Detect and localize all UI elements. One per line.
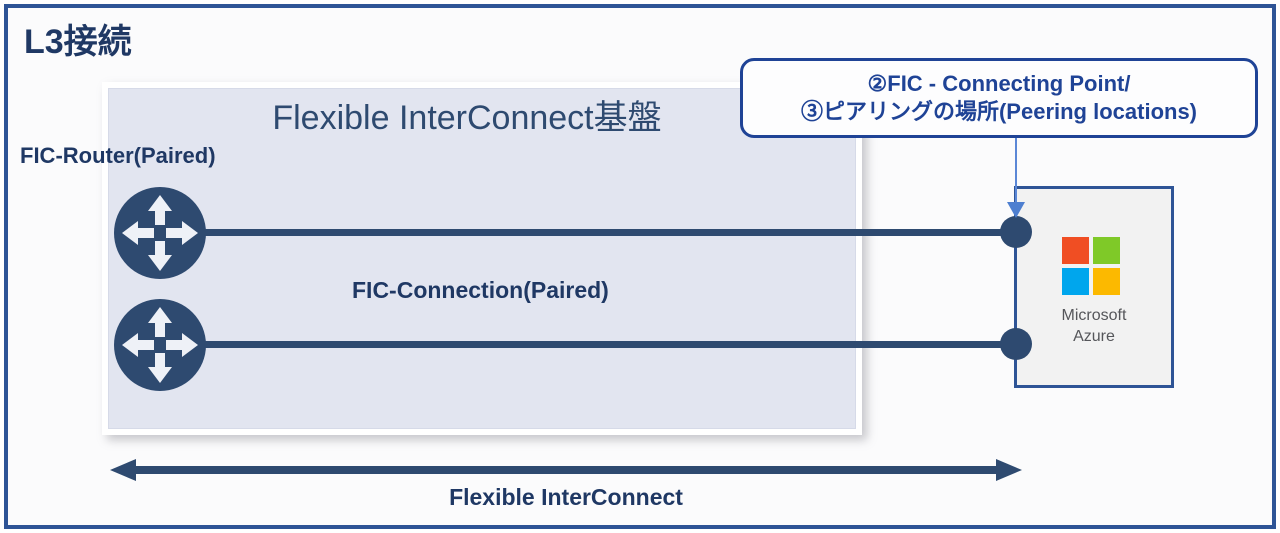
router-icon xyxy=(112,185,208,281)
fic-platform-title: Flexible InterConnect基盤 xyxy=(272,99,662,137)
fic-connection-line-top xyxy=(196,229,1020,236)
ms-logo-square-red xyxy=(1062,237,1089,264)
connecting-point-dot-top xyxy=(1000,216,1032,248)
fic-connection-label: FIC-Connection(Paired) xyxy=(352,277,609,303)
fic-router-label: FIC-Router(Paired) xyxy=(20,143,216,168)
fic-platform-panel xyxy=(102,82,862,435)
ms-logo-square-green xyxy=(1093,237,1120,264)
callout-leader-line xyxy=(1015,138,1017,206)
span-label: Flexible InterConnect xyxy=(449,484,683,510)
router-icon xyxy=(112,297,208,393)
callout-box: ②FIC - Connecting Point/ ③ピアリングの場所(Peeri… xyxy=(740,58,1258,138)
callout-line-2: ③ピアリングの場所(Peering locations) xyxy=(800,99,1198,124)
ms-logo-square-blue xyxy=(1062,268,1089,295)
azure-label: Microsoft Azure xyxy=(1014,305,1174,347)
azure-label-line1: Microsoft xyxy=(1061,307,1127,324)
azure-label-line2: Azure xyxy=(1073,328,1115,346)
double-arrow-icon xyxy=(110,459,1022,481)
ms-logo-square-yellow xyxy=(1093,268,1120,295)
microsoft-logo-icon xyxy=(1062,237,1120,295)
fic-connection-line-bottom xyxy=(196,341,1020,348)
connecting-point-dot-bottom xyxy=(1000,328,1032,360)
arrow-down-icon xyxy=(1007,202,1025,218)
page-title: L3接続 xyxy=(24,23,132,61)
callout-line-1: ②FIC - Connecting Point/ xyxy=(867,70,1131,96)
fic-platform-panel-fill xyxy=(108,88,856,429)
